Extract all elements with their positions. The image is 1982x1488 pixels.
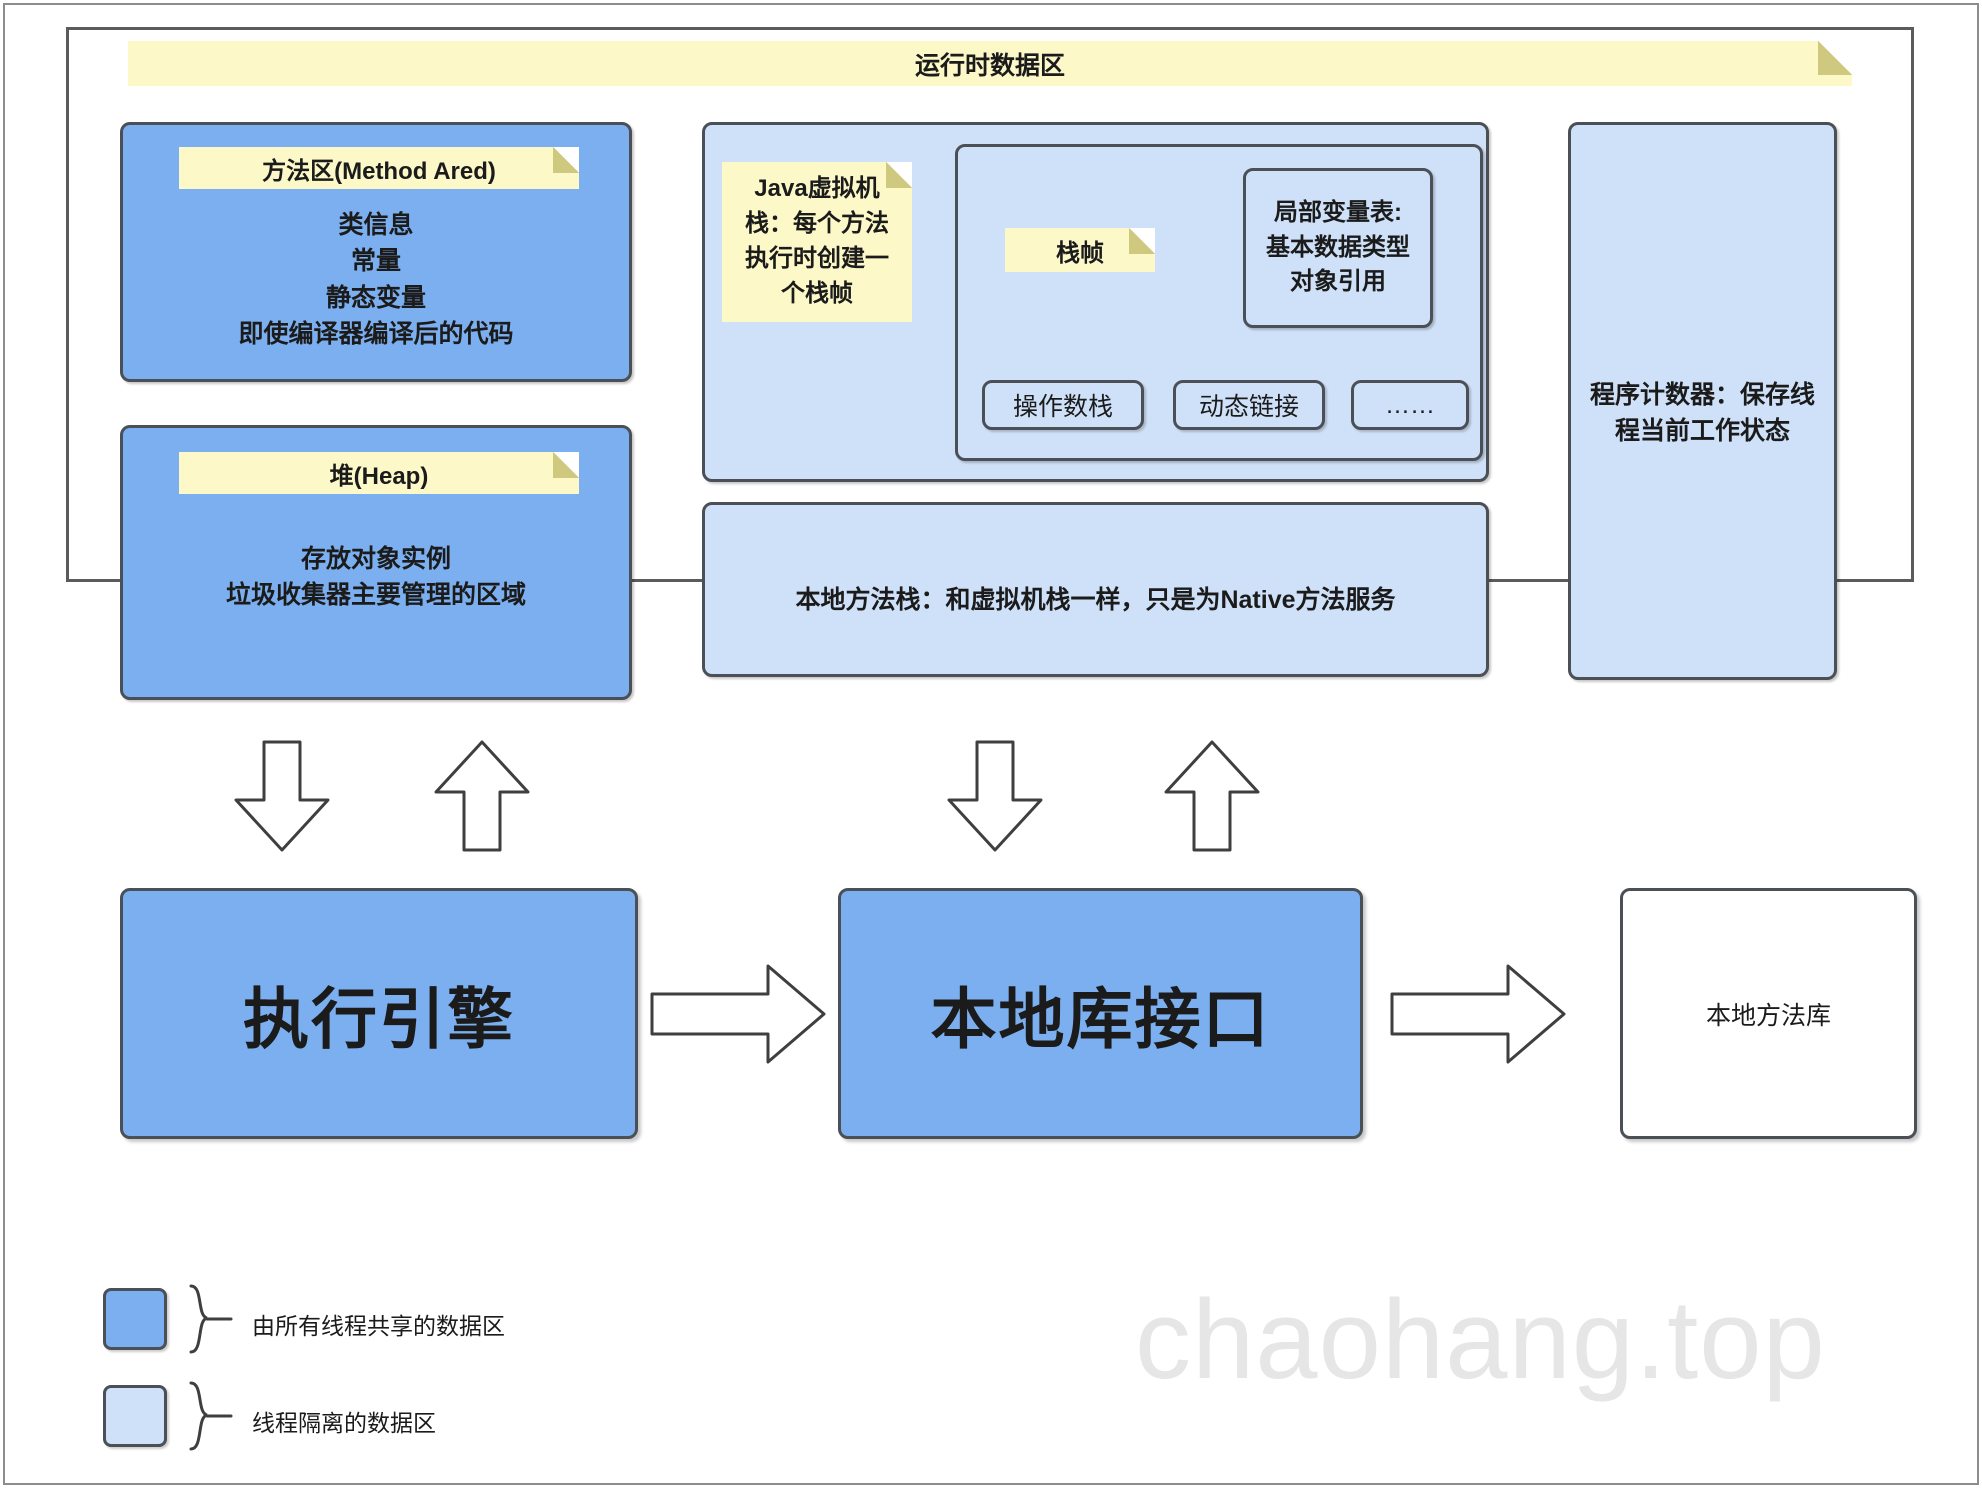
dynamic-link-box[interactable]: 动态链接: [1173, 380, 1325, 430]
method-area-body: 类信息 常量 静态变量 即使编译器编译后的代码: [238, 211, 514, 348]
arrow-down-to-execution-engine: [234, 740, 330, 852]
program-counter-text: 程序计数器：保存线 程当前工作状态: [1589, 381, 1815, 446]
native-interface-box[interactable]: 本地库接口: [838, 888, 1363, 1139]
program-counter-box[interactable]: 程序计数器：保存线 程当前工作状态: [1568, 122, 1837, 680]
stack-frame-title-note: 栈帧: [1005, 228, 1155, 272]
runtime-data-area-title-note: 运行时数据区: [128, 41, 1852, 86]
local-variable-table-text: 局部变量表: 基本数据类型 对象引用: [1266, 198, 1410, 296]
native-method-stack-box[interactable]: 本地方法栈：和虚拟机栈一样，只是为Native方法服务: [702, 502, 1489, 677]
jvm-stack-note: Java虚拟机 栈：每个方法 执行时创建一 个栈帧: [722, 162, 912, 322]
execution-engine-label: 执行引擎: [243, 981, 515, 1056]
arrow-up-from-execution-engine: [434, 740, 530, 852]
legend-brace-shared: [189, 1284, 233, 1354]
legend-brace-isolated: [189, 1381, 233, 1451]
arrow-down-to-native-interface: [947, 740, 1043, 852]
arrow-right-engine-to-interface: [650, 964, 826, 1064]
note-fold-icon: [1818, 41, 1852, 75]
arrow-up-from-native-interface: [1164, 740, 1260, 852]
note-fold-icon: [553, 452, 579, 478]
method-area-box[interactable]: 方法区(Method Ared) 类信息 常量 静态变量 即使编译器编译后的代码: [120, 122, 632, 382]
local-variable-table-box[interactable]: 局部变量表: 基本数据类型 对象引用: [1243, 168, 1433, 328]
note-fold-icon: [1129, 228, 1155, 254]
operand-stack-box[interactable]: 操作数栈: [982, 380, 1144, 430]
method-area-title-note: 方法区(Method Ared): [179, 147, 579, 189]
legend-label-isolated: 线程隔离的数据区: [252, 1410, 436, 1436]
legend-swatch-isolated: [103, 1385, 167, 1447]
heap-box[interactable]: 堆(Heap) 存放对象实例 垃圾收集器主要管理的区域: [120, 425, 632, 700]
watermark-text: chaohang.top: [1135, 1277, 1826, 1402]
legend-swatch-shared: [103, 1288, 167, 1350]
heap-title-note: 堆(Heap): [179, 452, 579, 494]
heap-title: 堆(Heap): [329, 462, 429, 490]
stack-frame-title: 栈帧: [1056, 239, 1104, 267]
note-fold-icon: [553, 147, 579, 173]
native-interface-label: 本地库接口: [930, 981, 1271, 1056]
ellipsis-box[interactable]: ……: [1351, 380, 1469, 430]
jvm-stack-note-text: Java虚拟机 栈：每个方法 执行时创建一 个栈帧: [745, 175, 889, 307]
legend-label-shared: 由所有线程共享的数据区: [252, 1313, 505, 1339]
native-library-box[interactable]: 本地方法库: [1620, 888, 1917, 1139]
heap-body: 存放对象实例 垃圾收集器主要管理的区域: [225, 545, 526, 610]
native-method-stack-text: 本地方法栈：和虚拟机栈一样，只是为Native方法服务: [795, 586, 1396, 614]
runtime-data-area-title: 运行时数据区: [914, 51, 1065, 80]
execution-engine-box[interactable]: 执行引擎: [120, 888, 638, 1139]
native-library-label: 本地方法库: [1705, 1001, 1831, 1030]
arrow-right-interface-to-library: [1390, 964, 1566, 1064]
note-fold-icon: [886, 162, 912, 188]
method-area-title: 方法区(Method Ared): [262, 157, 496, 185]
